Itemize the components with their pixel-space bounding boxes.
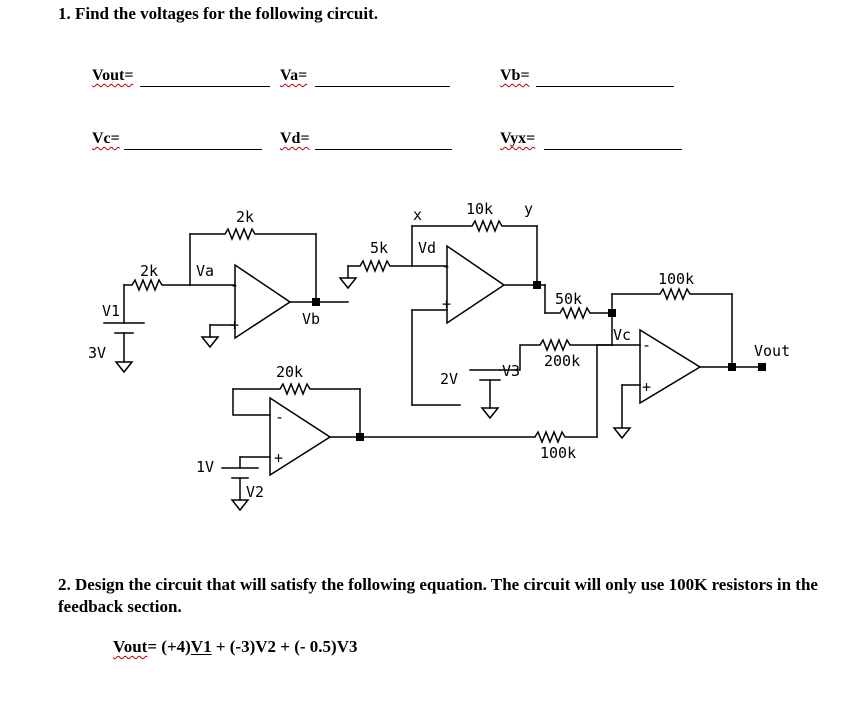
vb-answer-blank[interactable]: [536, 86, 674, 87]
v3-label: V3: [502, 362, 520, 380]
va-node-label: Va: [196, 262, 214, 280]
opamp3-plus-sign: +: [274, 449, 283, 467]
vd-answer-blank[interactable]: [315, 149, 452, 150]
vc-field-label: Vc=: [92, 130, 120, 147]
opamp1-minus-sign: -: [230, 276, 239, 294]
v1-label: V1: [102, 302, 120, 320]
v3-value-label: 2V: [440, 370, 458, 388]
vd-field-label: Vd=: [280, 130, 310, 147]
vout-answer-blank[interactable]: [140, 86, 270, 87]
opamp2-minus-sign: -: [442, 257, 451, 275]
equation-vout: Vout: [113, 637, 148, 656]
r-5k-label: 5k: [370, 239, 388, 257]
equation-part2: + (-3)V2 + (- 0.5)V3: [211, 637, 358, 656]
vout-field-label: Vout=: [92, 67, 134, 84]
vb-node-label: Vb: [302, 310, 320, 328]
question-2-text: 2. Design the circuit that will satisfy …: [58, 575, 818, 616]
x-node-label: x: [413, 206, 422, 224]
vyx-answer-blank[interactable]: [544, 149, 682, 150]
vyx-field-label: Vyx=: [500, 130, 536, 147]
r-200k-label: 200k: [544, 352, 580, 370]
vb-field-label: Vb=: [500, 67, 530, 84]
opamp4-plus-sign: +: [642, 378, 651, 396]
equation: Vout= (+4)V1 + (-3)V2 + (- 0.5)V3: [113, 637, 357, 657]
va-answer-blank[interactable]: [315, 86, 450, 87]
vc-node-label: Vc: [613, 326, 631, 344]
opamp3-minus-sign: -: [275, 408, 284, 426]
opamp1-plus-sign: +: [230, 316, 239, 334]
vd-node-label: Vd: [418, 239, 436, 257]
v2-label: V2: [246, 483, 264, 501]
v1-value-label: 3V: [88, 344, 106, 362]
r-fb1-label: 2k: [236, 208, 254, 226]
equation-part1: = (+4): [147, 637, 191, 656]
equation-v1: V1: [190, 637, 212, 656]
vout-node-label: Vout: [754, 342, 790, 360]
opamp2-plus-sign: +: [442, 295, 451, 313]
r-10k-label: 10k: [466, 200, 493, 218]
r-100k-top-label: 100k: [658, 270, 694, 288]
r-50k-label: 50k: [555, 290, 582, 308]
vc-answer-blank[interactable]: [124, 149, 262, 150]
r-20k-label: 20k: [276, 363, 303, 381]
y-node-label: y: [524, 200, 533, 218]
v2-value-label: 1V: [196, 458, 214, 476]
question-1-heading: 1. Find the voltages for the following c…: [58, 4, 378, 23]
r-100k-bottom-label: 100k: [540, 444, 576, 462]
opamp4-minus-sign: -: [642, 336, 651, 354]
r-in1-label: 2k: [140, 262, 158, 280]
va-field-label: Va=: [280, 67, 308, 84]
